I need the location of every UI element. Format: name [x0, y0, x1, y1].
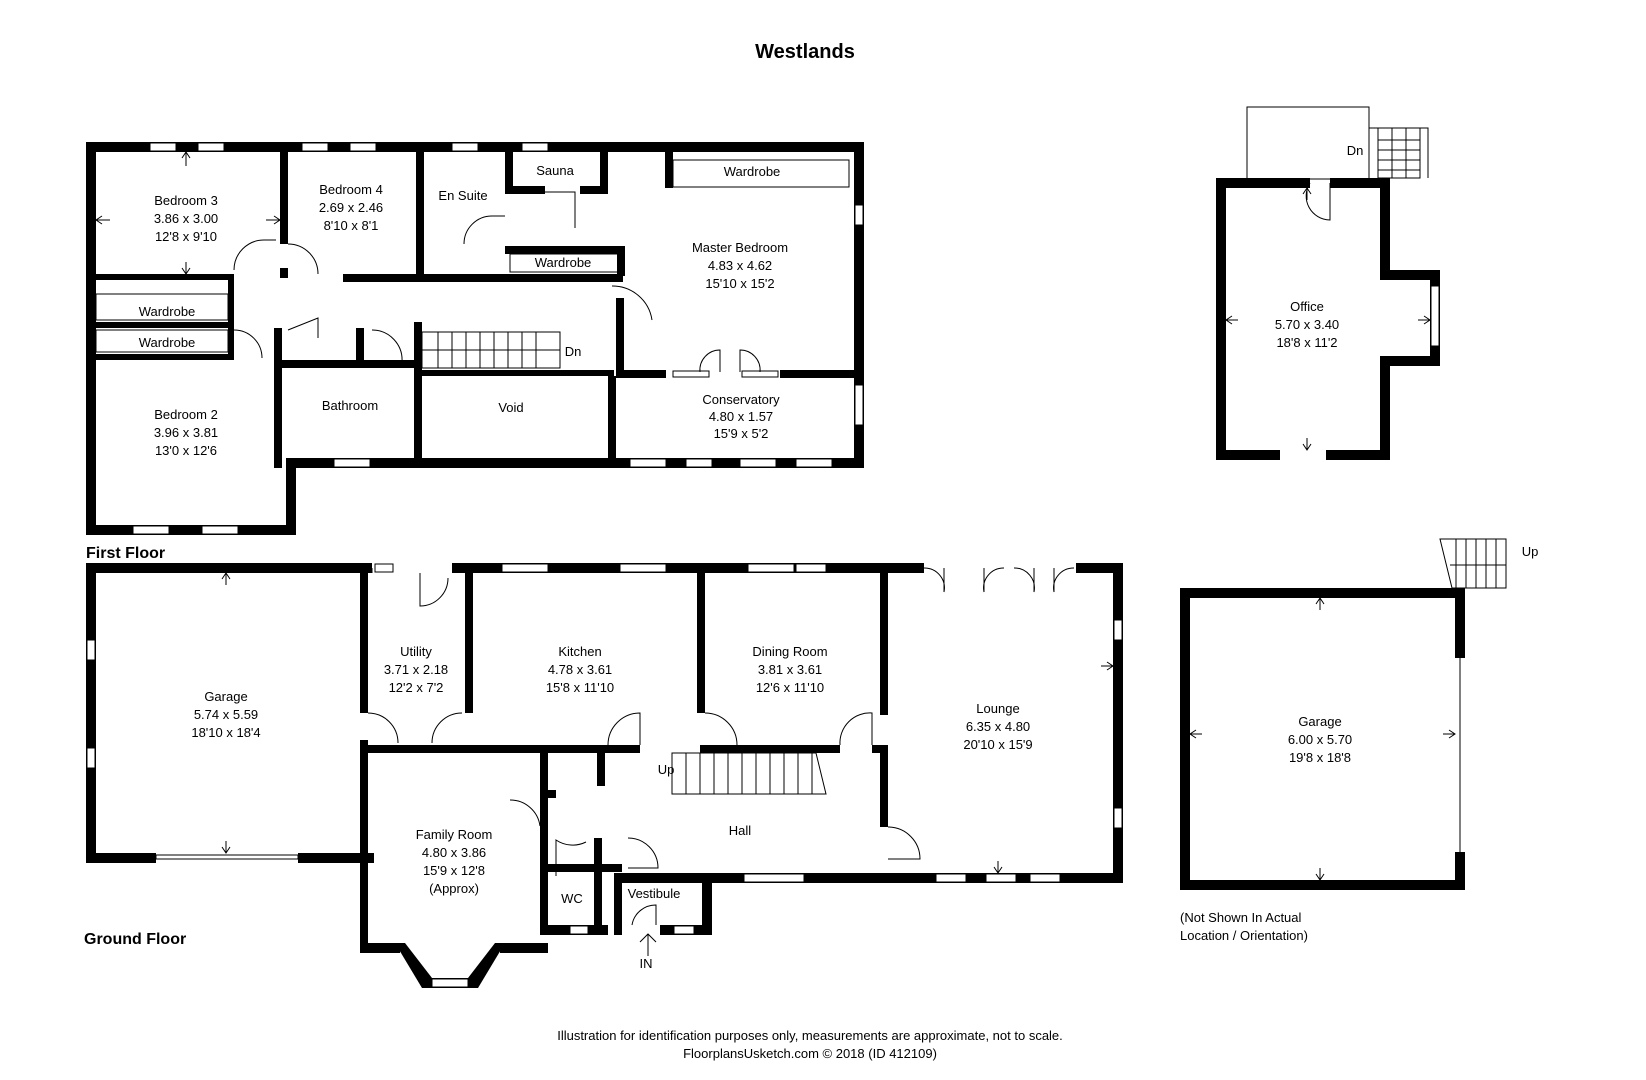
ground-stairs-up: Up	[658, 762, 675, 777]
garage-name: Garage	[204, 689, 247, 704]
lounge-name: Lounge	[976, 701, 1019, 716]
bedroom4-imperial: 8'10 x 8'1	[324, 218, 379, 233]
ground-floor-label: Ground Floor	[84, 931, 186, 948]
bedroom2-metric: 3.96 x 3.81	[154, 425, 218, 440]
office-stairs-dn: Dn	[1347, 143, 1364, 158]
sauna-name: Sauna	[536, 163, 574, 178]
conservatory-imperial: 15'9 x 5'2	[714, 426, 769, 441]
plan-title: Westlands	[755, 41, 855, 63]
utility-imperial: 12'2 x 7'2	[389, 680, 444, 695]
lounge-metric: 6.35 x 4.80	[966, 719, 1030, 734]
ground-floor-walls	[86, 563, 1123, 988]
utility-name: Utility	[400, 644, 432, 659]
bathroom-name: Bathroom	[322, 398, 378, 413]
garage2-metric: 6.00 x 5.70	[1288, 732, 1352, 747]
office-metric: 5.70 x 3.40	[1275, 317, 1339, 332]
first-floor-windows	[132, 142, 864, 535]
wardrobe-b3: Wardrobe	[139, 304, 196, 319]
wc-name: WC	[561, 891, 583, 906]
void-name: Void	[498, 400, 523, 415]
first-floor-fittings	[95, 159, 850, 373]
first-floor-stairs	[421, 331, 561, 369]
family-room-note: (Approx)	[429, 881, 479, 896]
family-room-name: Family Room	[416, 827, 493, 842]
office-name: Office	[1290, 299, 1324, 314]
outbuilding-note-line1: (Not Shown In Actual	[1180, 910, 1302, 925]
dimension-arrows	[95, 151, 1456, 881]
footer-disclaimer: Illustration for identification purposes…	[557, 1028, 1063, 1043]
outbuilding-note-line2: Location / Orientation)	[1180, 928, 1308, 943]
wardrobe-master-small: Wardrobe	[535, 255, 592, 270]
master-bedroom-name: Master Bedroom	[692, 240, 788, 255]
master-bedroom-imperial: 15'10 x 15'2	[705, 276, 774, 291]
bedroom2-imperial: 13'0 x 12'6	[155, 443, 217, 458]
ground-floor-fittings	[367, 567, 1075, 956]
garage-imperial: 18'10 x 18'4	[191, 725, 260, 740]
conservatory-name: Conservatory	[702, 392, 780, 407]
first-floor-label: First Floor	[86, 545, 165, 562]
first-floor-labels: Bedroom 3 3.86 x 3.00 12'8 x 9'10 Bedroo…	[139, 163, 788, 458]
bedroom3-imperial: 12'8 x 9'10	[155, 229, 217, 244]
ground-floor-labels: Garage 5.74 x 5.59 18'10 x 18'4 Utility …	[191, 644, 1032, 971]
kitchen-name: Kitchen	[558, 644, 601, 659]
garage2-imperial: 19'8 x 18'8	[1289, 750, 1351, 765]
ground-floor-stairs	[671, 752, 827, 795]
bedroom3-metric: 3.86 x 3.00	[154, 211, 218, 226]
office-imperial: 18'8 x 11'2	[1276, 335, 1337, 350]
bedroom4-metric: 2.69 x 2.46	[319, 200, 383, 215]
ensuite-name: En Suite	[438, 188, 487, 203]
garage2-stairs	[1439, 538, 1507, 589]
ground-floor-windows	[86, 563, 1123, 988]
kitchen-metric: 4.78 x 3.61	[548, 662, 612, 677]
wardrobe-b2: Wardrobe	[139, 335, 196, 350]
utility-metric: 3.71 x 2.18	[384, 662, 448, 677]
wardrobe-master-top: Wardrobe	[724, 164, 781, 179]
bedroom4-name: Bedroom 4	[319, 182, 383, 197]
entrance-label: IN	[640, 956, 653, 971]
kitchen-imperial: 15'8 x 11'10	[546, 680, 614, 695]
vestibule-name: Vestibule	[628, 886, 681, 901]
master-bedroom-metric: 4.83 x 4.62	[708, 258, 772, 273]
dining-imperial: 12'6 x 11'10	[756, 680, 824, 695]
garage-metric: 5.74 x 5.59	[194, 707, 258, 722]
lounge-imperial: 20'10 x 15'9	[963, 737, 1032, 752]
hall-name: Hall	[729, 823, 752, 838]
bedroom3-name: Bedroom 3	[154, 193, 218, 208]
garage2-stairs-up: Up	[1522, 544, 1539, 559]
bedroom2-name: Bedroom 2	[154, 407, 218, 422]
entrance-arrow-icon	[639, 933, 657, 956]
garage2-name: Garage	[1298, 714, 1341, 729]
conservatory-metric: 4.80 x 1.57	[709, 409, 773, 424]
footer-copyright: FloorplansUsketch.com © 2018 (ID 412109)	[683, 1046, 937, 1061]
garage2-walls	[1180, 538, 1507, 890]
first-stairs-dn: Dn	[565, 344, 582, 359]
dining-name: Dining Room	[752, 644, 827, 659]
office-stairs	[1377, 127, 1421, 179]
dining-metric: 3.81 x 3.61	[758, 662, 822, 677]
garage2-labels: Up Garage 6.00 x 5.70 19'8 x 18'8 (Not S…	[1180, 544, 1538, 943]
family-room-metric: 4.80 x 3.86	[422, 845, 486, 860]
office-labels: Dn Office 5.70 x 3.40 18'8 x 11'2	[1275, 143, 1363, 350]
office-walls	[1216, 106, 1440, 460]
family-room-imperial: 15'9 x 12'8	[423, 863, 485, 878]
